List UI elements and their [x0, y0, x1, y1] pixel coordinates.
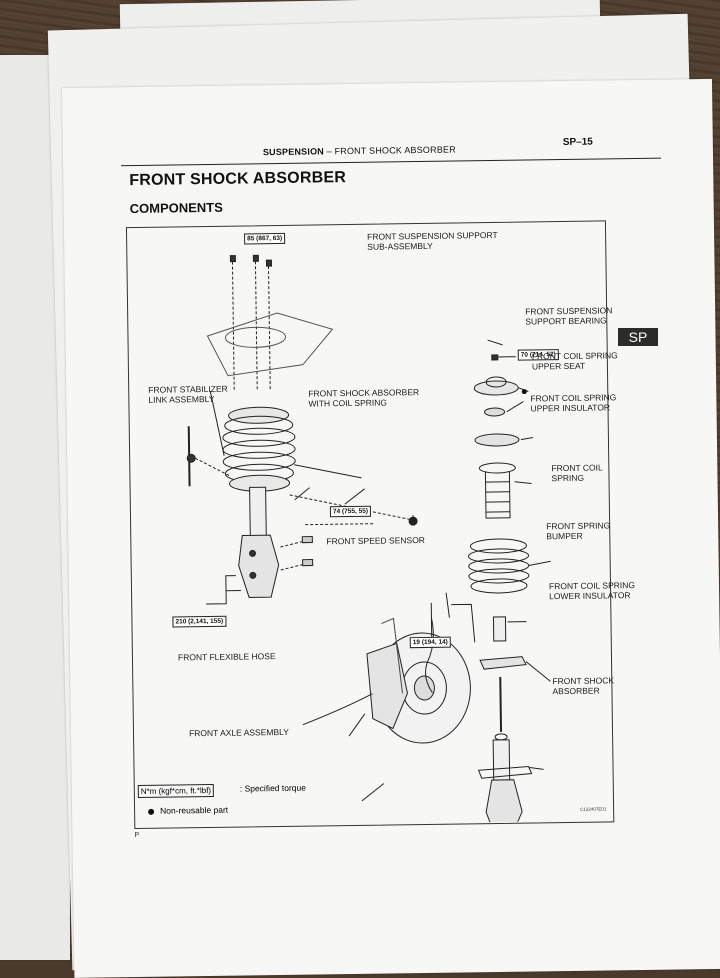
- nonreusable-legend: Non-reusable part: [160, 805, 228, 816]
- manual-page: SUSPENSION – FRONT SHOCK ABSORBER SP–15 …: [62, 79, 720, 978]
- label-flexible-hose: FRONT FLEXIBLE HOSE: [178, 651, 276, 662]
- header-topic: FRONT SHOCK ABSORBER: [334, 145, 455, 157]
- upper-insulator-drawing: [479, 462, 532, 518]
- torque-spec: 19 (194, 14): [410, 637, 451, 649]
- header-separator: –: [327, 146, 332, 156]
- torque-unit-legend: N*m (kgf*cm, ft.*lbf): [138, 784, 214, 798]
- torque-unit-description: : Specified torque: [240, 783, 306, 795]
- page-number: SP–15: [563, 137, 593, 148]
- figure-code: C132407E01: [580, 806, 606, 811]
- section-tab-sp: SP: [618, 328, 658, 346]
- label-speed-sensor: FRONT SPEED SENSOR: [326, 535, 425, 546]
- label-axle-assembly: FRONT AXLE ASSEMBLY: [189, 727, 289, 738]
- header-section: SUSPENSION: [263, 146, 324, 157]
- torque-spec: 210 (2,141, 155): [172, 616, 226, 628]
- shock-absorber-drawing: [477, 676, 544, 827]
- nonreusable-dot-icon: [148, 809, 154, 815]
- coil-spring-drawing: [468, 538, 551, 593]
- page-letter: P: [134, 832, 139, 839]
- section-subtitle: COMPONENTS: [130, 200, 223, 216]
- page-title: FRONT SHOCK ABSORBER: [129, 169, 346, 190]
- header-rule: [121, 158, 661, 167]
- support-subassembly-drawing: [474, 377, 528, 396]
- page-header: SUSPENSION – FRONT SHOCK ABSORBER: [263, 145, 456, 158]
- torque-spec: 74 (755, 55): [330, 506, 371, 518]
- torque-spec: 85 (867, 63): [244, 233, 285, 245]
